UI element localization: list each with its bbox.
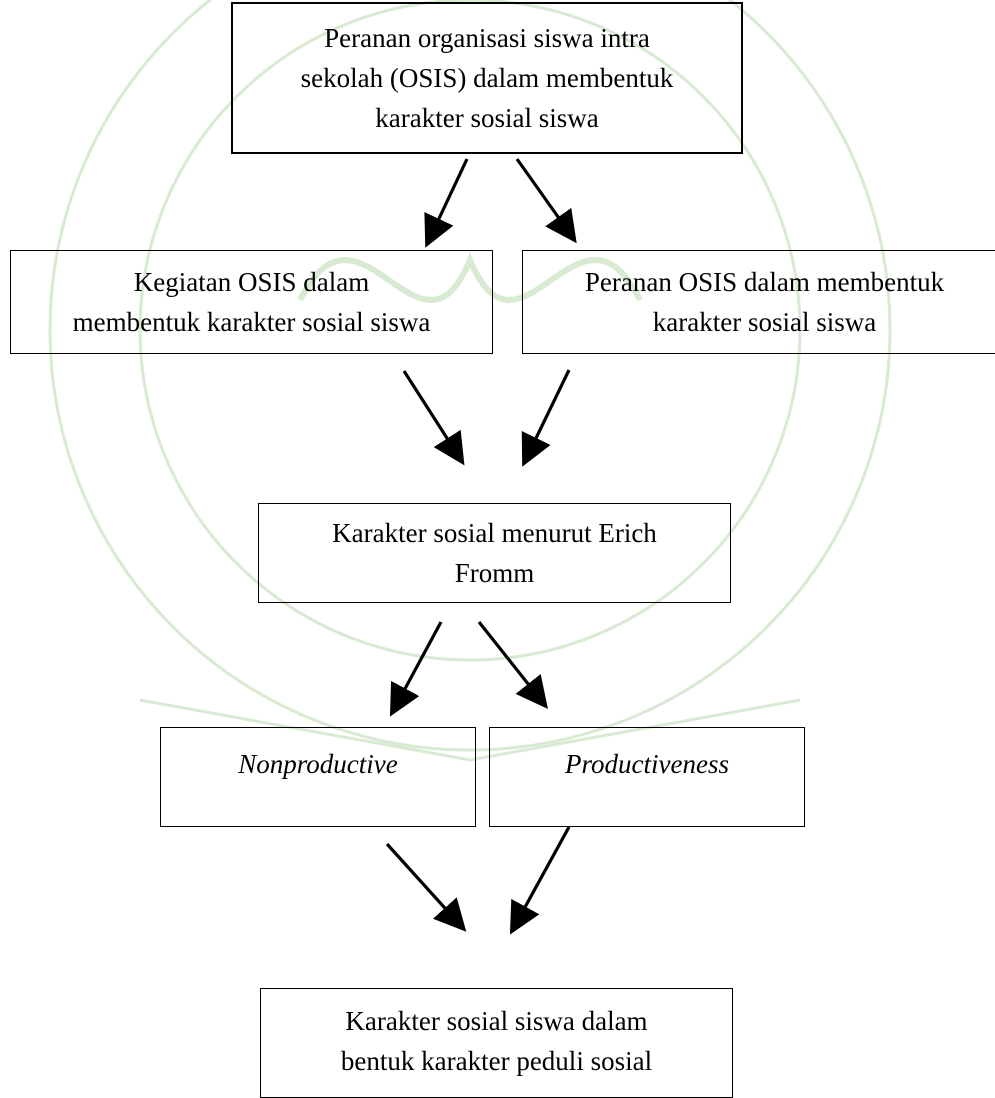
node-nonproductive: Nonproductive <box>160 727 476 827</box>
node-label: Peranan OSIS dalam membentuk karakter so… <box>584 267 945 337</box>
arrow-fromm-to-nonproductive <box>389 621 443 717</box>
node-label: Kegiatan OSIS dalam membentuk karakter s… <box>72 267 431 337</box>
node-label: Karakter sosial siswa dalam bentuk karak… <box>340 1006 653 1076</box>
watermark-calligraphy <box>297 252 643 303</box>
node-karakter-peduli-sosial: Karakter sosial siswa dalam bentuk karak… <box>260 988 733 1098</box>
arrow-kegiatan-to-fromm <box>402 370 465 466</box>
arrow-nonproductive-to-bottom <box>385 842 467 932</box>
watermark-outer-ring <box>48 0 892 752</box>
node-label: Peranan organisasi siswa intra sekolah (… <box>300 23 674 133</box>
watermark-base-line <box>139 698 801 762</box>
arrow-productiveness-to-bottom <box>509 826 571 935</box>
arrow-fromm-to-productiveness <box>477 621 548 710</box>
node-label: Karakter sosial menurut Erich Fromm <box>332 518 657 588</box>
arrow-peranan-to-fromm <box>521 369 571 467</box>
node-label: Productiveness <box>565 749 729 779</box>
node-peranan-osis: Peranan OSIS dalam membentuk karakter so… <box>522 250 995 354</box>
watermark-inner-ring <box>138 0 802 662</box>
arrow-top-to-peranan <box>515 158 577 244</box>
node-kegiatan-osis: Kegiatan OSIS dalam membentuk karakter s… <box>10 250 493 354</box>
node-productiveness: Productiveness <box>489 727 805 827</box>
node-label: Nonproductive <box>238 749 398 779</box>
node-karakter-sosial-fromm: Karakter sosial menurut Erich Fromm <box>258 503 731 603</box>
arrow-top-to-kegiatan <box>424 158 469 248</box>
node-peranan-osis-main: Peranan organisasi siswa intra sekolah (… <box>231 2 743 154</box>
